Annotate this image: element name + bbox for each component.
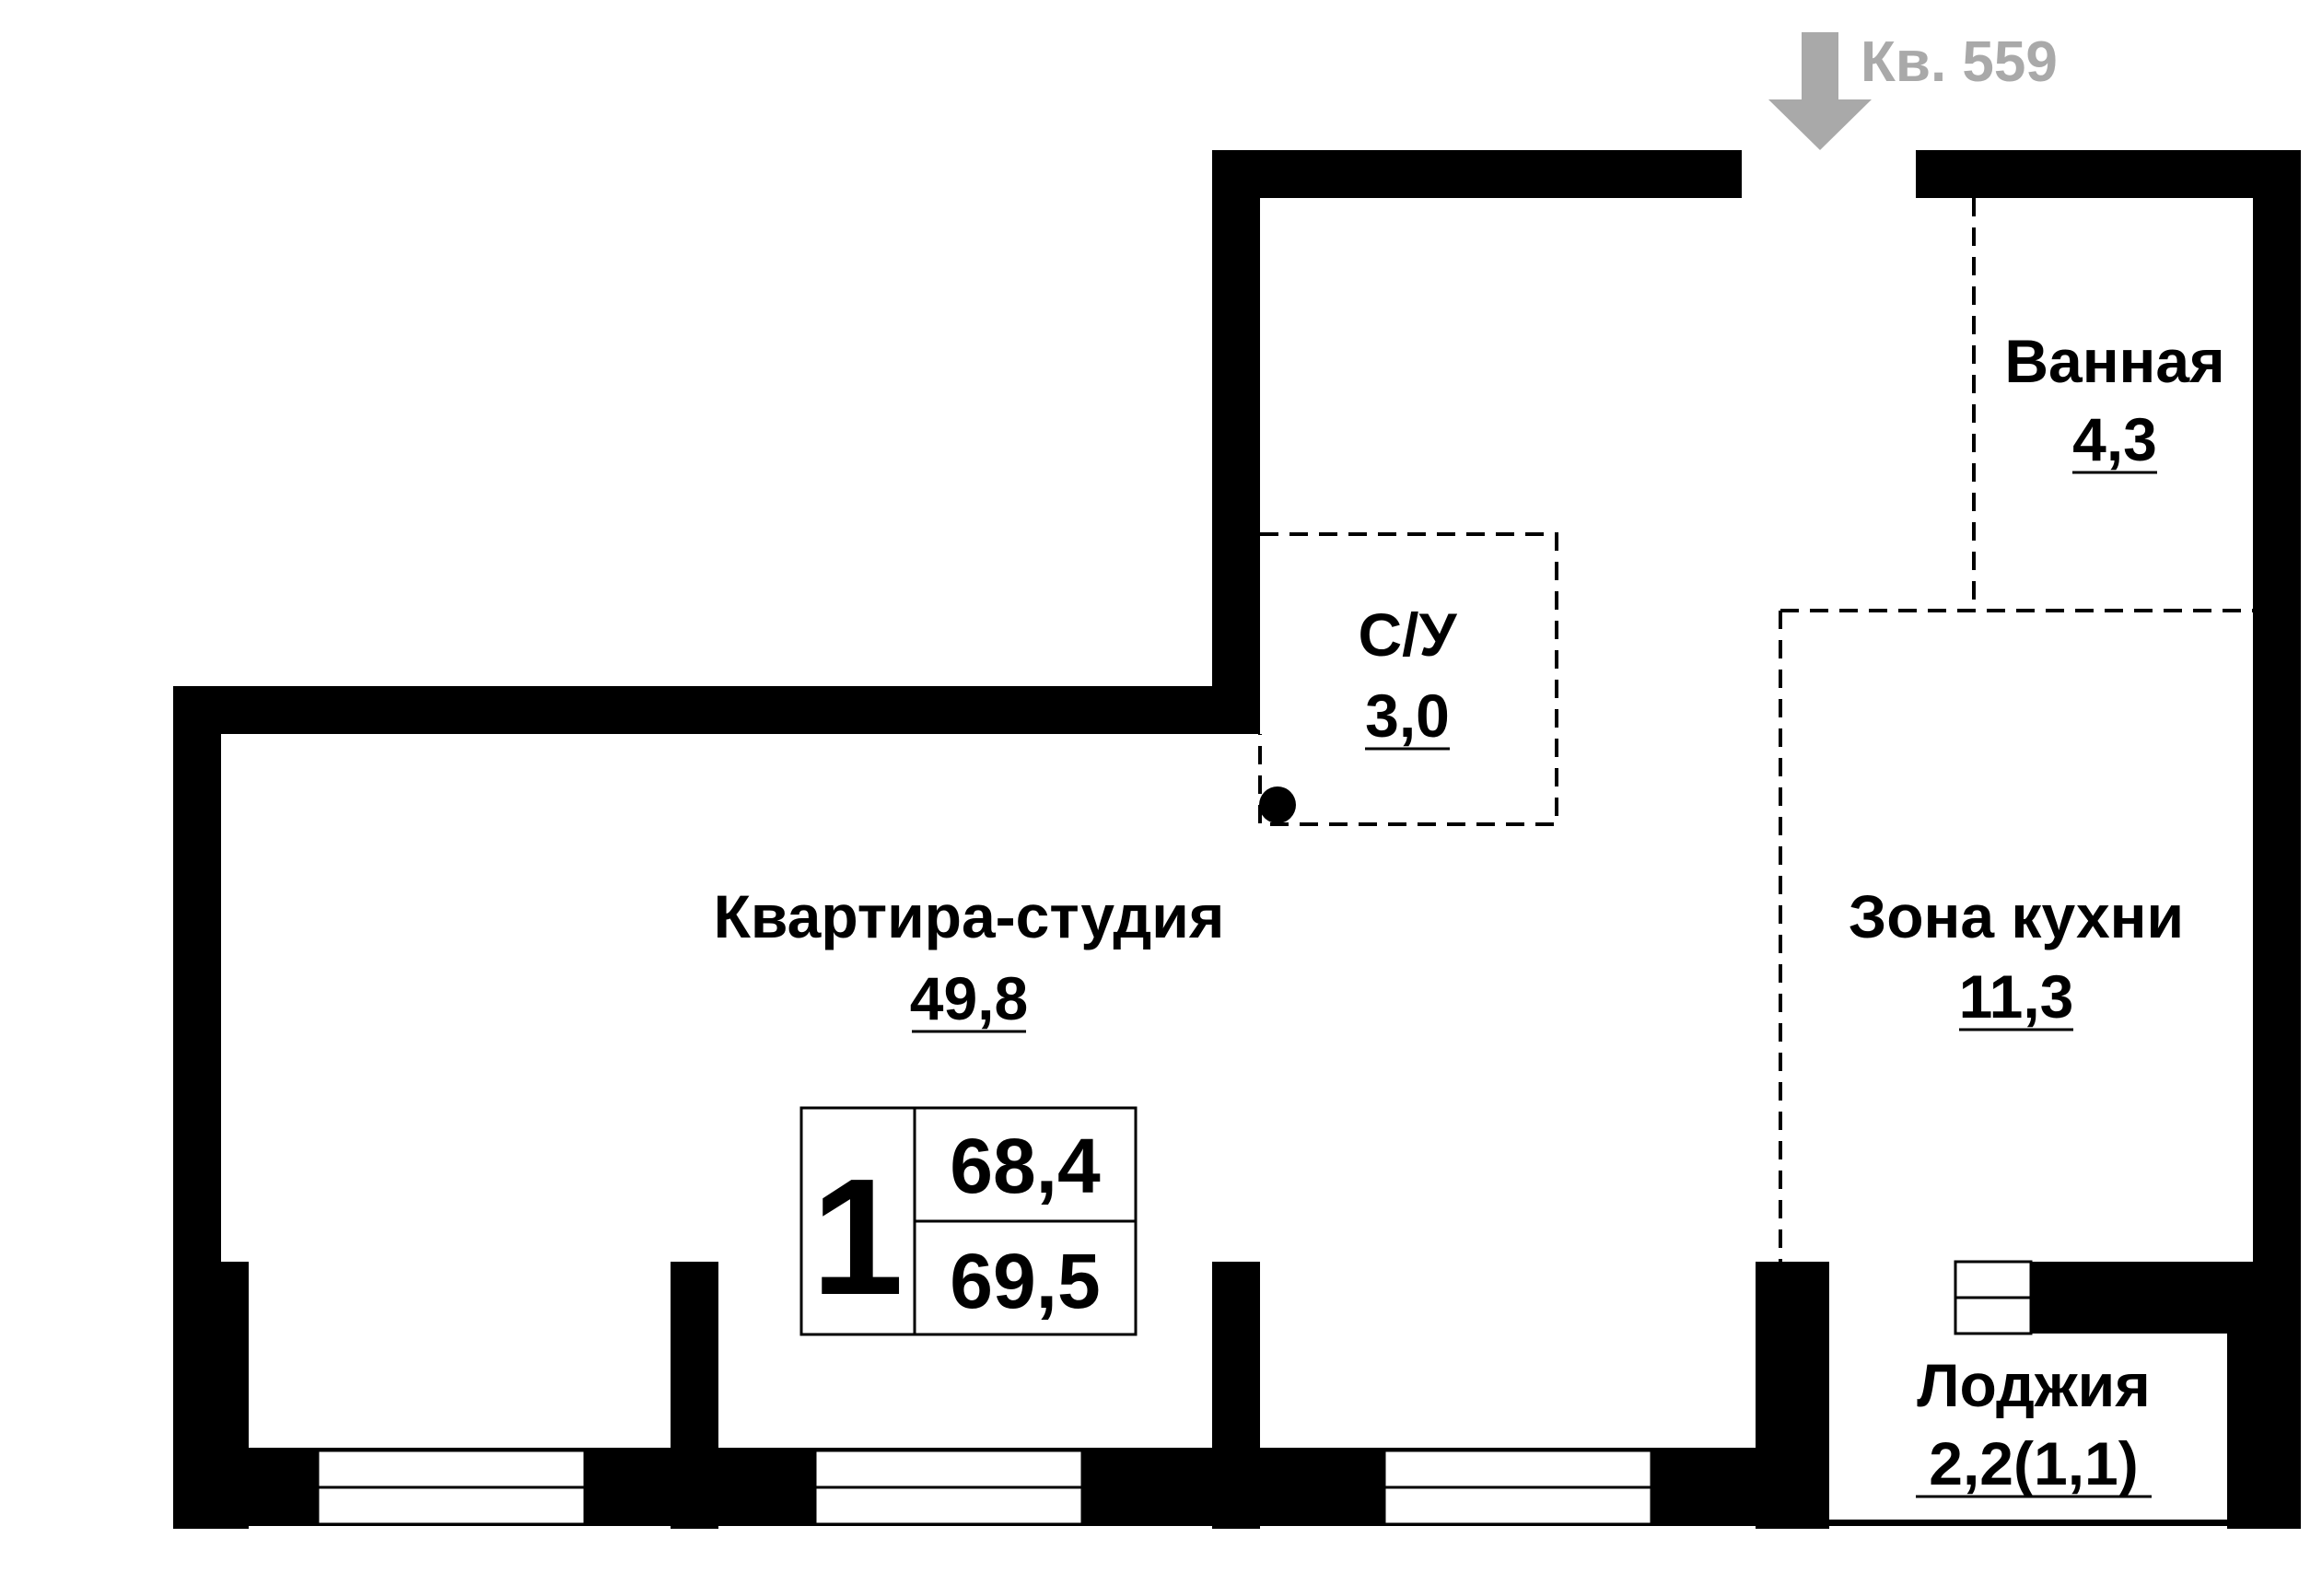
- riser-icon: [1259, 786, 1296, 823]
- summary-area-total: 68,4: [950, 1123, 1101, 1209]
- summary-rooms-count: 1: [811, 1145, 904, 1330]
- room-area-studio: 49,8: [910, 964, 1028, 1032]
- room-name-loggia: Лоджия: [1917, 1351, 2151, 1419]
- room-area-wc: 3,0: [1365, 682, 1450, 750]
- room-name-kitchen: Зона кухни: [1849, 882, 2184, 950]
- window-1: [316, 1449, 587, 1526]
- entrance-label: Кв. 559: [1861, 30, 2058, 94]
- window-3: [1383, 1449, 1653, 1526]
- zone-boundaries: [1258, 198, 2253, 1262]
- entrance-arrow-icon: [1768, 32, 1872, 150]
- windows: [316, 1260, 2033, 1526]
- summary-area-with-loggia: 69,5: [950, 1238, 1101, 1324]
- room-area-bath: 4,3: [2072, 405, 2157, 473]
- room-name-studio: Квартира-студия: [714, 882, 1225, 950]
- room-area-kitchen: 11,3: [1959, 962, 2074, 1031]
- room-name-bath: Ванная: [2004, 327, 2224, 395]
- loggia-floor: [1829, 1334, 2227, 1520]
- walls: [173, 150, 2301, 1529]
- window-2: [813, 1449, 1084, 1526]
- room-area-loggia: 2,2(1,1): [1929, 1429, 2138, 1497]
- summary-box: 1 68,4 69,5: [799, 1106, 1138, 1336]
- room-name-wc: С/У: [1358, 600, 1457, 669]
- window-loggia: [1954, 1260, 2033, 1335]
